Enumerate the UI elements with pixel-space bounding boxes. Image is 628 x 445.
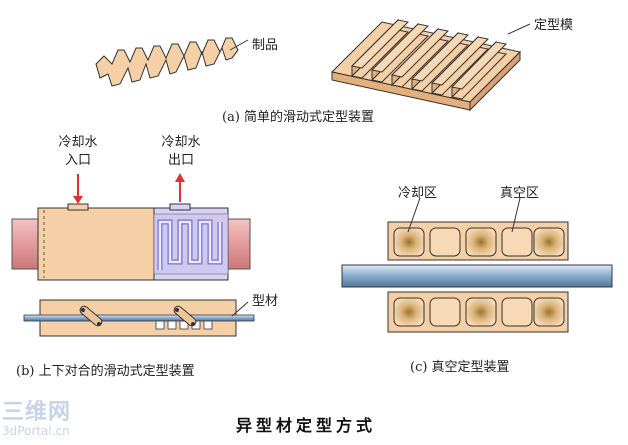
profile-leader [231,301,249,317]
figure-title: 异型材定型方式 [236,416,377,435]
product-profile [95,37,239,87]
water-outlet-label-line2: 出口 [167,153,194,168]
water-inlet-label-line1: 冷却水 [58,135,98,150]
die-leader [507,23,531,35]
water-outlet-arrow [175,173,185,202]
die-label: 定型模 [534,18,574,33]
caption-c: (c) 真空定型装置 [410,360,510,375]
sliding-die-top [11,203,251,281]
watermark-url: 3dPortal.cn [2,424,70,438]
caption-a: (a) 简单的滑动式定型装置 [222,110,375,125]
product-leader [229,39,249,51]
water-inlet-label-line2: 入口 [64,153,91,168]
cooling-zone-leader [407,197,421,233]
watermark-logo: 三维网 [2,400,72,425]
water-outlet-label: 冷却水 出口 [155,134,207,170]
vacuum-die [341,221,613,333]
water-inlet-arrow [73,174,83,204]
vacuum-zone-leader [511,197,521,233]
water-inlet-label: 冷却水 入口 [54,134,102,170]
cooling-zone-label: 冷却区 [398,186,438,201]
sliding-die-bottom [23,299,255,337]
caption-b: (b) 上下对合的滑动式定型装置 [16,364,195,379]
vacuum-zone-label: 真空区 [500,186,540,201]
die-block [330,18,522,112]
product-label: 制品 [252,38,279,53]
profile-label: 型材 [252,294,279,309]
water-outlet-label-line1: 冷却水 [161,135,201,150]
